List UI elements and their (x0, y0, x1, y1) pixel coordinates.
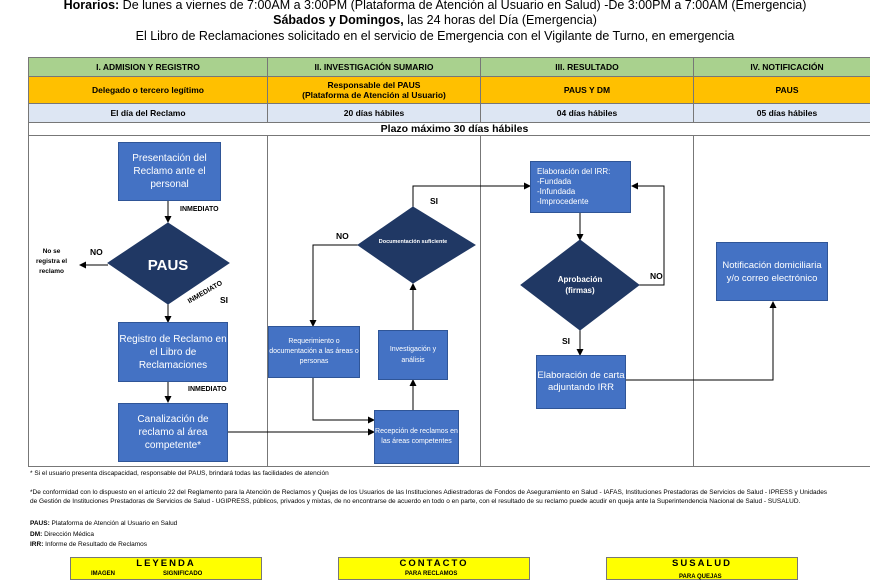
weekend-line: Sábados y Domingos, las 24 horas del Día… (0, 12, 870, 28)
notification-text: Notificación domiciliaria y/o correo ele… (722, 259, 822, 284)
approval-decision-diamond (520, 239, 640, 331)
flow-area (28, 136, 870, 467)
presentation-box: Presentación del Reclamo ante el persona… (118, 142, 221, 201)
disability-note: * Si el usuario presenta discapacidad, r… (30, 470, 329, 477)
irr-text: Elaboración del IRR: -Fundada -Infundada… (537, 167, 611, 206)
legend-panel: LEYENDA IMAGEN SIGNIFICADO (70, 557, 262, 580)
weekend-label: Sábados y Domingos, (273, 13, 404, 27)
susalud-title: SUSALUD (672, 558, 732, 569)
regulation-note-line-1: *De conformidad con lo dispuesto en el a… (30, 489, 828, 496)
schedule-text: De lunes a viernes de 7:00AM a 3:00PM (P… (119, 0, 807, 12)
schedule-line: Horarios: De lunes a viernes de 7:00AM a… (0, 0, 870, 13)
reception-text: Recepción de reclamos en las áreas compe… (375, 428, 458, 445)
schedule-label: Horarios: (63, 0, 120, 12)
paus-decision-label: PAUS (147, 257, 189, 274)
responsible-3: PAUS Y DM (481, 77, 694, 104)
contact-title: CONTACTO (399, 558, 469, 569)
approval-decision-label: Aprobación (firmas) (557, 275, 603, 295)
si-label-3: SI (562, 336, 571, 346)
registration-text: Registro de Reclamo en el Libro de Recla… (119, 333, 227, 371)
contact-panel: CONTACTO PARA RECLAMOS (338, 557, 530, 580)
documentation-decision-diamond (357, 206, 476, 284)
susalud-panel: SUSALUD PARA QUEJAS (606, 557, 798, 580)
no-label-2: NO (336, 231, 349, 241)
stage-title-3: III. RESULTADO (481, 57, 694, 77)
regulation-note: *De conformidad con lo dispuesto en el a… (30, 488, 860, 506)
responsible-1: Delegado o tercero legítimo (28, 77, 268, 104)
irr-box: Elaboración del IRR: -Fundada -Infundada… (530, 161, 631, 213)
abbr-key-paus: PAUS: (30, 520, 50, 527)
channeling-text: Canalización de reclamo al área competen… (137, 414, 209, 451)
si-label-1: SI (220, 295, 229, 305)
regulation-note-line-2: de Gestión de Instituciones Prestadoras … (30, 498, 801, 505)
notification-box: Notificación domiciliaria y/o correo ele… (716, 242, 828, 301)
abbreviation-dm: DM: Dirección Médica (30, 530, 94, 539)
si-label-2: SI (430, 196, 439, 206)
time-2: 20 días hábiles (268, 104, 481, 123)
abbreviation-paus: PAUS: Plataforma de Atención al Usuario … (30, 519, 177, 528)
responsible-row: Delegado o tercero legítimo Responsable … (28, 77, 870, 104)
responsible-4: PAUS (694, 77, 870, 104)
time-row: El día del Reclamo 20 días hábiles 04 dí… (28, 104, 870, 123)
abbr-value-irr: Informe de Resultado de Reclamos (43, 541, 148, 548)
immediate-label-1: INMEDIATO (180, 206, 219, 213)
time-3: 04 días hábiles (481, 104, 694, 123)
abbr-value-paus: Plataforma de Atención al Usuario en Sal… (49, 520, 178, 527)
emergency-line: El Libro de Reclamaciones solicitado en … (135, 29, 735, 43)
stage-title-row: I. ADMISION Y REGISTRO II. INVESTIGACIÓN… (28, 57, 870, 77)
documentation-decision-label: Documentación suficiente (378, 239, 448, 245)
column-divider-1 (267, 136, 268, 467)
paus-decision-diamond (107, 222, 230, 305)
legend-title: LEYENDA (136, 558, 196, 569)
not-registered-label: No se registra el reclamo (36, 248, 68, 275)
abbr-key-dm: DM: (30, 531, 43, 538)
column-divider-3 (693, 136, 694, 467)
susalud-subtitle: PARA QUEJAS (679, 574, 722, 580)
legend-meaning-header: SIGNIFICADO (163, 571, 203, 577)
no-label-3: NO (650, 271, 663, 281)
contact-subtitle: PARA RECLAMOS (405, 571, 458, 577)
responsible-2: Responsable del PAUS (Plataforma de Aten… (268, 77, 481, 104)
abbr-value-dm: Dirección Médica (42, 531, 94, 538)
abbreviation-irr: IRR: Informe de Resultado de Reclamos (30, 540, 147, 549)
channeling-box: Canalización de reclamo al área competen… (118, 403, 228, 462)
legend-image-header: IMAGEN (91, 571, 115, 577)
no-label-1: NO (90, 247, 103, 257)
abbr-key-irr: IRR: (30, 541, 44, 548)
investigation-box: Investigación y análisis (378, 330, 448, 380)
letter-box: Elaboración de carta adjuntando IRR (536, 355, 626, 409)
weekend-text: las 24 horas del Día (Emergencia) (403, 13, 597, 27)
column-divider-2 (480, 136, 481, 467)
presentation-text: Presentación del Reclamo ante el persona… (132, 153, 207, 190)
investigation-text: Investigación y análisis (389, 346, 437, 364)
max-term: Plazo máximo 30 días hábiles (28, 123, 870, 136)
time-4: 05 días hábiles (694, 104, 870, 123)
registration-box: Registro de Reclamo en el Libro de Recla… (118, 322, 228, 382)
requirement-text: Requerimiento o documentación a las área… (269, 338, 359, 365)
time-1: El día del Reclamo (28, 104, 268, 123)
reception-box: Recepción de reclamos en las áreas compe… (374, 410, 459, 464)
letter-text: Elaboración de carta adjuntando IRR (537, 370, 625, 393)
stage-title-2: II. INVESTIGACIÓN SUMARIO (268, 57, 481, 77)
stage-title-1: I. ADMISION Y REGISTRO (28, 57, 268, 77)
stage-title-4: IV. NOTIFICACIÓN (694, 57, 870, 77)
immediate-label-3: INMEDIATO (188, 386, 227, 393)
requirement-box: Requerimiento o documentación a las área… (268, 326, 360, 378)
